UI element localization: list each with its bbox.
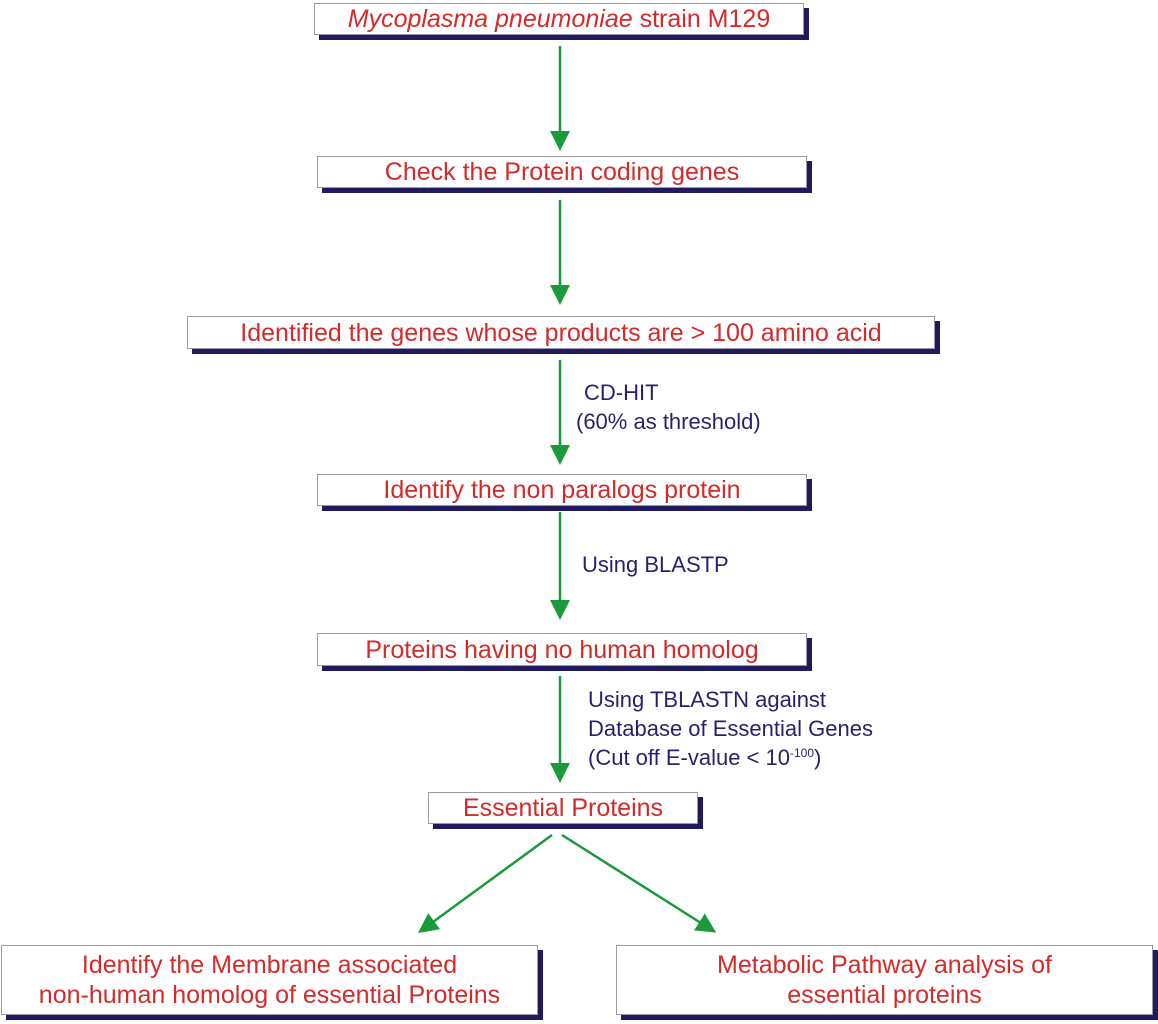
right-output-box: Metabolic Pathway analysis of essential … xyxy=(616,945,1153,1015)
step5-box: Essential Proteins xyxy=(428,792,698,824)
right-output-line2: essential proteins xyxy=(787,981,982,1009)
right-output-line1: Metabolic Pathway analysis of xyxy=(717,951,1052,979)
step4-label: Proteins having no human homolog xyxy=(365,635,759,664)
start-box: Mycoplasma pneumoniae strain M129 xyxy=(314,3,804,35)
step3-label: Identify the non paralogs protein xyxy=(383,476,741,504)
step3-box: Identify the non paralogs protein xyxy=(317,474,807,506)
arrow-step5-to-right xyxy=(561,833,717,933)
step2-box: Identified the genes whose products are … xyxy=(187,316,935,349)
step4-box: Proteins having no human homolog xyxy=(317,633,807,666)
step2-label: Identified the genes whose products are … xyxy=(240,318,882,347)
cdhit-note: CD-HIT (60% as threshold) xyxy=(576,378,761,436)
tblastn-line1: Using TBLASTN against xyxy=(588,687,827,712)
tblastn-line3-post: ) xyxy=(814,745,822,770)
blastp-note: Using BLASTP xyxy=(582,550,729,579)
organism-name: Mycoplasma pneumoniae xyxy=(347,5,633,33)
left-output-line2: non-human homolog of essential Proteins xyxy=(38,981,501,1009)
blastp-line: Using BLASTP xyxy=(582,552,729,577)
cdhit-line1: CD-HIT xyxy=(584,380,659,405)
tblastn-line2: Database of Essential Genes xyxy=(588,716,873,741)
arrow-step5-to-left xyxy=(417,833,553,933)
tblastn-note: Using TBLASTN against Database of Essent… xyxy=(588,685,873,772)
step1-box: Check the Protein coding genes xyxy=(317,156,807,188)
tblastn-line3: (Cut off E-value < 10-100) xyxy=(588,743,873,772)
tblastn-line3-sup: -100 xyxy=(790,746,815,760)
left-output-line1: Identify the Membrane associated xyxy=(81,951,458,979)
step5-label: Essential Proteins xyxy=(462,794,664,822)
step1-label: Check the Protein coding genes xyxy=(384,158,740,186)
tblastn-line3-pre: (Cut off E-value < 10 xyxy=(588,745,790,770)
strain-label: strain M129 xyxy=(632,5,771,33)
cdhit-line2: (60% as threshold) xyxy=(576,409,761,434)
left-output-box: Identify the Membrane associated non-hum… xyxy=(1,945,538,1015)
